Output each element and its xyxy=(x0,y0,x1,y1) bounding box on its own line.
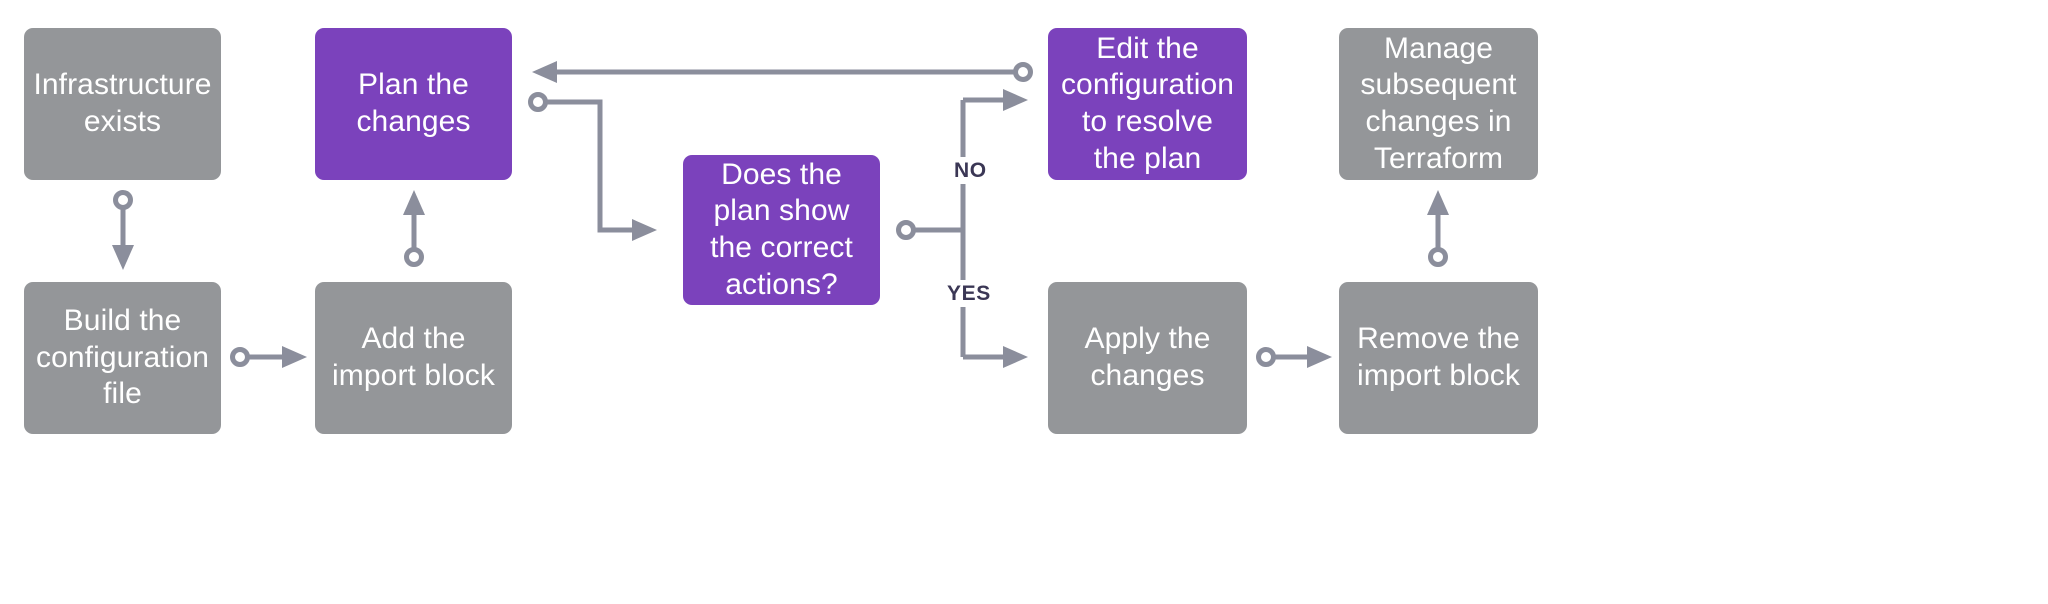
node-label: Remove the import block xyxy=(1357,322,1520,392)
node-add-the-import-block[interactable]: Add the import block xyxy=(315,282,512,434)
node-does-the-plan-show-correct-actions[interactable]: Does the plan show the correct actions? xyxy=(683,155,880,305)
edge-edit-back-to-plan xyxy=(532,61,1033,83)
node-remove-the-import-block[interactable]: Remove the import block xyxy=(1339,282,1538,434)
edge-plan-to-decision xyxy=(528,92,657,241)
node-label: Build the configuration file xyxy=(35,304,210,411)
branch-label-no: NO xyxy=(947,157,994,184)
edge-remove-import-to-manage xyxy=(1427,190,1449,267)
branch-label-yes: YES xyxy=(940,280,998,307)
node-label: Edit the configuration to resolve the pl… xyxy=(1060,31,1235,175)
node-label: Infrastructure exists xyxy=(33,68,212,138)
edge-infrastructure-to-build xyxy=(112,190,134,270)
edge-add-import-to-plan xyxy=(403,190,425,267)
node-label: Manage subsequent changes in Terraform xyxy=(1360,31,1517,175)
node-manage-subsequent-changes[interactable]: Manage subsequent changes in Terraform xyxy=(1339,28,1538,180)
node-plan-the-changes[interactable]: Plan the changes xyxy=(315,28,512,180)
node-infrastructure-exists[interactable]: Infrastructure exists xyxy=(24,28,221,180)
node-apply-the-changes[interactable]: Apply the changes xyxy=(1048,282,1247,434)
edge-apply-to-remove-import xyxy=(1256,346,1332,368)
node-build-the-configuration-file[interactable]: Build the configuration file xyxy=(24,282,221,434)
edge-build-to-add-import xyxy=(230,346,307,368)
node-label: Apply the changes xyxy=(1084,322,1211,392)
node-label: Plan the changes xyxy=(356,68,471,138)
edge-decision-branches xyxy=(896,89,1028,368)
node-edit-the-configuration[interactable]: Edit the configuration to resolve the pl… xyxy=(1048,28,1247,180)
node-label: Does the plan show the correct actions? xyxy=(710,157,853,301)
node-label: Add the import block xyxy=(332,322,495,392)
